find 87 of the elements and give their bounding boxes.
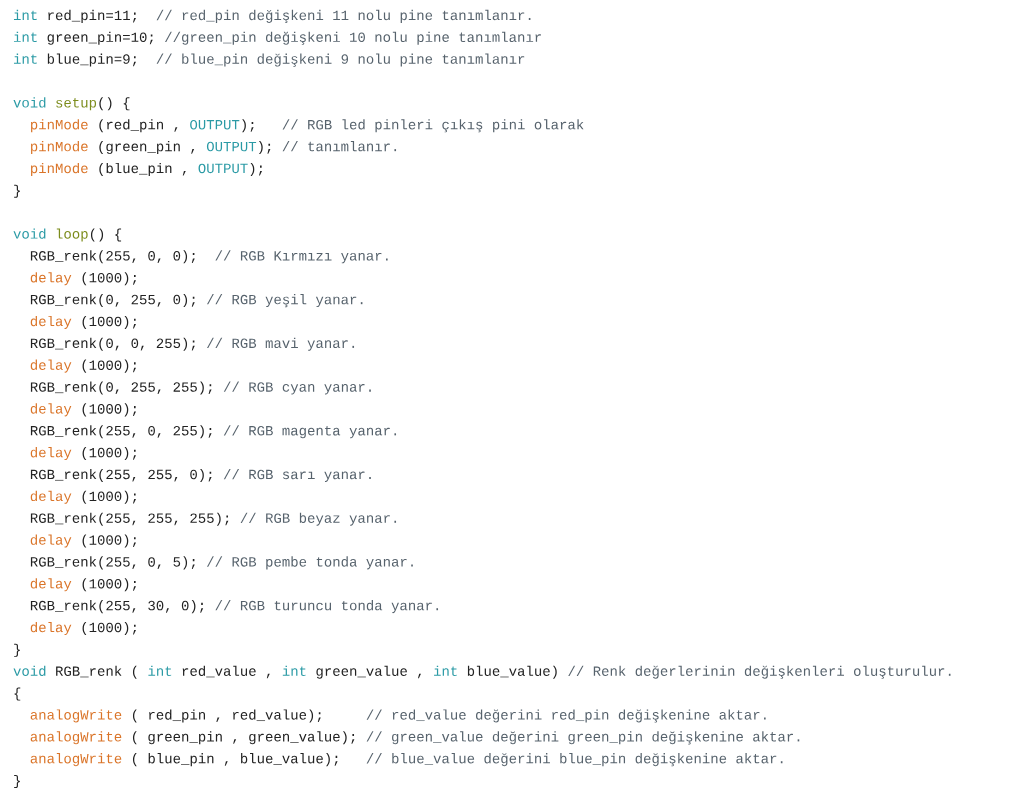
code-text: RGB_renk(255, 0, 255); bbox=[30, 425, 212, 439]
code-text: } bbox=[14, 774, 20, 788]
code-keyword: int bbox=[14, 9, 37, 21]
function-name: delay bbox=[30, 359, 72, 373]
code-text: (1000); bbox=[82, 578, 136, 592]
code-text: blue_pin=9; bbox=[47, 53, 136, 67]
code-text: RGB_renk(255, 0, 5); bbox=[30, 556, 195, 570]
function-name: loop bbox=[56, 228, 88, 242]
code-comment: // RGB yeşil yanar. bbox=[207, 294, 363, 308]
function-name: pinMode bbox=[31, 162, 88, 176]
code-text: RGB_renk(255, 0, 0); bbox=[30, 250, 195, 264]
code-text: (1000); bbox=[82, 534, 136, 548]
code-comment: // green_value değerini green_pin değişkenine aktar. bbox=[366, 731, 800, 745]
code-comment: // red_pin değişkeni 11 nolu pine tanımlanır. bbox=[156, 9, 531, 24]
code-text: (1000); bbox=[82, 272, 136, 286]
code-comment: // RGB led pinleri çıkış pini olarak bbox=[282, 119, 584, 133]
code-text: blue_value) bbox=[467, 665, 557, 679]
code-keyword: int bbox=[148, 665, 172, 676]
function-name: delay bbox=[30, 447, 72, 461]
code-text: (red_pin , bbox=[99, 119, 178, 133]
code-text: ( red_pin , red_value); bbox=[132, 709, 321, 723]
code-comment: //green_pin değişkeni 10 nolu pine tanımlanır bbox=[165, 31, 541, 45]
code-text: (1000); bbox=[82, 447, 136, 461]
code-text: () { bbox=[99, 97, 130, 111]
code-keyword: void bbox=[13, 97, 46, 108]
code-text: green_pin=10; bbox=[47, 31, 153, 45]
code-keyword: OUTPUT bbox=[190, 119, 240, 130]
code-text: ); bbox=[258, 141, 271, 155]
code-text: (green_pin , bbox=[99, 141, 195, 155]
code-text: (1000); bbox=[82, 315, 136, 329]
function-name: delay bbox=[30, 403, 72, 417]
code-keyword: int bbox=[282, 665, 306, 676]
code-comment: // RGB turuncu tonda yanar. bbox=[215, 600, 439, 614]
code-text: (1000); bbox=[82, 621, 136, 635]
function-name: delay bbox=[30, 621, 72, 635]
code-text: RGB_renk(0, 255, 255); bbox=[30, 381, 212, 395]
code-keyword: int bbox=[434, 665, 457, 676]
function-name: pinMode bbox=[31, 119, 88, 133]
code-text: ( green_pin , green_value); bbox=[132, 731, 355, 745]
function-name: delay bbox=[30, 534, 72, 548]
function-name: delay bbox=[30, 315, 72, 329]
code-text: { bbox=[14, 687, 21, 701]
code-comment: // blue_value değerini blue_pin değişkenine aktar. bbox=[366, 753, 783, 767]
code-keyword: void bbox=[13, 665, 46, 676]
function-name: analogWrite bbox=[30, 709, 122, 723]
code-keyword: int bbox=[14, 53, 37, 64]
code-comment: // red_value değerini red_pin değişkenine aktar. bbox=[366, 709, 766, 723]
code-text: green_value , bbox=[316, 665, 421, 679]
code-text: red_value , bbox=[182, 665, 270, 679]
code-text: (1000); bbox=[82, 403, 136, 417]
code-comment: // RGB cyan yanar. bbox=[223, 381, 371, 395]
code-comment: // RGB beyaz yanar. bbox=[240, 512, 397, 526]
code-keyword: void bbox=[13, 228, 46, 239]
code-text: ); bbox=[242, 119, 254, 133]
code-comment: // RGB mavi yanar. bbox=[207, 337, 355, 351]
code-comment: // blue_pin değişkeni 9 nolu pine tanımlanır bbox=[156, 53, 525, 67]
code-text: () { bbox=[90, 228, 122, 242]
function-name: pinMode bbox=[31, 141, 88, 155]
code-comment: // Renk değerlerinin değişkenleri oluşturulur. bbox=[568, 665, 951, 679]
function-name: delay bbox=[30, 578, 72, 592]
code-text: } bbox=[14, 643, 20, 657]
code-text: RGB_renk(0, 255, 0); bbox=[30, 294, 195, 308]
code-text: RGB_renk(255, 255, 0); bbox=[30, 468, 212, 482]
function-name: delay bbox=[30, 272, 72, 286]
code-text: red_pin=11; bbox=[48, 9, 136, 23]
code-comment: // RGB pembe tonda yanar. bbox=[207, 556, 413, 570]
code-comment: // RGB Kırmızı yanar. bbox=[215, 250, 388, 264]
code-comment: // tanımlanır. bbox=[282, 141, 397, 152]
code-comment: // RGB sarı yanar. bbox=[223, 468, 371, 482]
code-comment: // RGB magenta yanar. bbox=[223, 425, 397, 439]
code-text: (1000); bbox=[82, 490, 136, 504]
code-text: ); bbox=[250, 162, 262, 176]
code-text: (1000); bbox=[82, 359, 136, 373]
code-keyword: OUTPUT bbox=[198, 163, 248, 174]
code-text: (blue_pin , bbox=[99, 162, 186, 176]
function-name: analogWrite bbox=[30, 731, 122, 745]
code-text: ( blue_pin , blue_value); bbox=[132, 753, 338, 767]
code-text: RGB_renk(0, 0, 255); bbox=[30, 337, 195, 351]
function-name: delay bbox=[30, 490, 72, 504]
function-name: analogWrite bbox=[30, 753, 122, 767]
code-text: RGB_renk(255, 30, 0); bbox=[30, 600, 204, 614]
function-name: setup bbox=[56, 98, 97, 111]
code-keyword: int bbox=[14, 31, 37, 42]
code-text: } bbox=[14, 184, 20, 198]
code-text: RGB_renk(255, 255, 255); bbox=[30, 512, 229, 526]
code-text: RGB_renk ( bbox=[56, 665, 137, 679]
code-keyword: OUTPUT bbox=[206, 141, 257, 152]
